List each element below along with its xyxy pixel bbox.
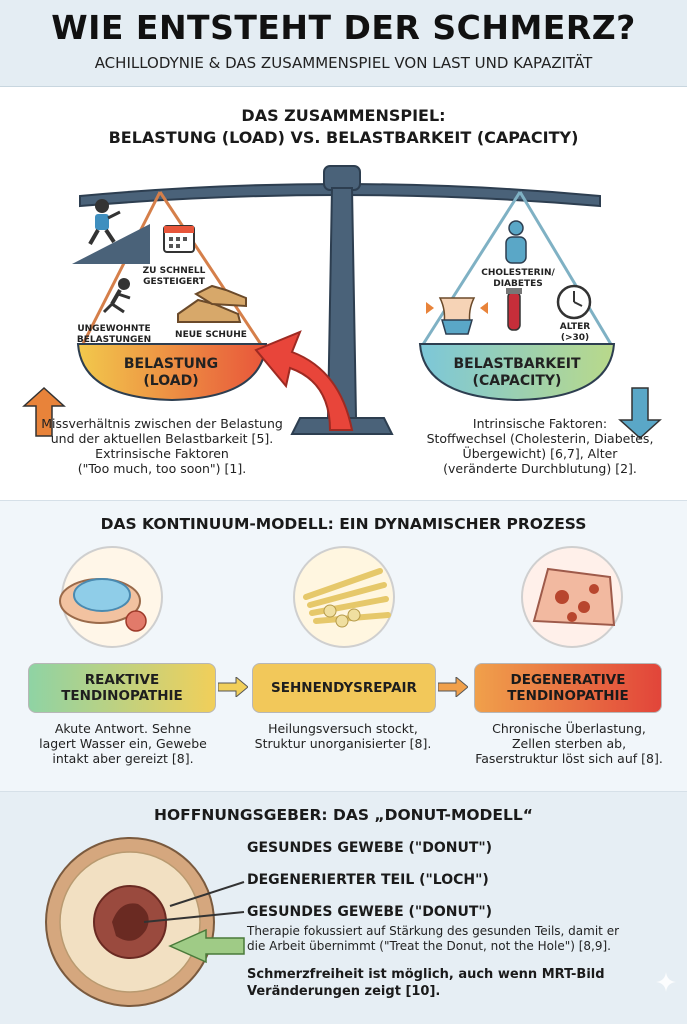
header-banner: WIE ENTSTEHT DER SCHMERZ? ACHILLODYNIE &… <box>0 0 687 87</box>
label-healthy-inner: GESUNDES GEWEBE ("DONUT") <box>247 904 493 920</box>
donut-title: HOFFNUNGSGEBER: DAS „DONUT-MODELL“ <box>154 806 533 824</box>
label-degenerated-hole: DEGENERIERTER TEIL ("LOCH") <box>247 872 489 888</box>
factor-unusual-load: UNGEWOHNTE BELASTUNGEN <box>76 324 152 345</box>
imbalance-arrow <box>254 330 354 431</box>
shoe-icon <box>177 284 247 323</box>
load-pan-label: BELASTUNG (LOAD) <box>123 356 219 389</box>
capacity-down-arrow <box>618 387 662 440</box>
load-up-arrow <box>22 386 66 437</box>
conclusion-text: Schmerzfreiheit ist möglich, auch wenn M… <box>247 967 605 999</box>
arrow-right-icon <box>438 677 468 697</box>
donut-illustration <box>45 837 245 1007</box>
load-pan <box>76 343 268 402</box>
pointer-hole <box>143 911 245 923</box>
pointer-arrow-icon <box>168 928 245 964</box>
label-healthy-outer: GESUNDES GEWEBE ("DONUT") <box>247 840 493 856</box>
stumbling-person-icon <box>102 278 131 314</box>
scale-pillar <box>290 187 394 435</box>
reactive-tendon-icon <box>59 546 163 648</box>
page-subtitle: ACHILLODYNIE & DAS ZUSAMMENSPIEL VON LAS… <box>94 54 593 72</box>
factor-too-fast: ZU SCHNELL GESTEIGERT <box>142 266 206 287</box>
arrow-right-icon <box>218 677 248 697</box>
balance-section: DAS ZUSAMMENSPIEL: BELASTUNG (LOAD) VS. … <box>0 88 687 498</box>
stage-dysrepair: SEHNENDYSREPAIR <box>252 663 436 713</box>
factor-new-shoes: NEUE SCHUHE <box>175 330 247 340</box>
sparkle-icon <box>656 972 676 992</box>
expand-arrows-icon <box>426 302 488 314</box>
person-icon <box>505 220 527 264</box>
continuum-section: DAS KONTINUUM-MODELL: EIN DYNAMISCHER PR… <box>0 500 687 792</box>
degenerative-tendon-icon <box>521 546 623 648</box>
scale-beam <box>79 165 601 208</box>
balance-scale-graphic <box>22 165 662 440</box>
continuum-illustrations <box>59 546 623 648</box>
blood-tube-icon <box>506 288 522 331</box>
dysrepair-tendon-icon <box>293 546 395 648</box>
factor-age: ALTER (>30) <box>559 322 591 343</box>
therapy-text: Therapie fokussiert auf Stärkung des ges… <box>247 924 620 953</box>
pointer-outer <box>169 881 245 907</box>
continuum-title: DAS KONTINUUM-MODELL: EIN DYNAMISCHER PR… <box>100 515 587 533</box>
page-title: WIE ENTSTEHT DER SCHMERZ? <box>51 8 636 47</box>
balance-title-line1: DAS ZUSAMMENSPIEL: <box>241 106 446 125</box>
capacity-description: Intrinsische Faktoren: Stoffwechsel (Cho… <box>426 416 654 476</box>
runner-icon <box>72 199 150 264</box>
load-description: Missverhältnis zwischen der Belastung un… <box>41 416 283 476</box>
balance-title-line2: BELASTUNG (LOAD) VS. BELASTBARKEIT (CAPA… <box>108 128 579 147</box>
reactive-description: Akute Antwort. Sehne lagert Wasser ein, … <box>39 721 207 766</box>
dysrepair-description: Heilungsversuch stockt, Struktur unorgan… <box>254 721 432 751</box>
waist-icon <box>438 297 476 335</box>
factor-cholesterol: CHOLESTERIN/ DIABETES <box>481 268 555 289</box>
right-strings <box>420 191 614 347</box>
capacity-pan <box>418 343 616 402</box>
donut-section: HOFFNUNGSGEBER: DAS „DONUT-MODELL“ GESUN… <box>0 792 687 1024</box>
degenerative-description: Chronische Überlastung, Zellen sterben a… <box>475 721 663 766</box>
capacity-pan-label: BELASTBARKEIT (CAPACITY) <box>453 356 581 389</box>
calendar-icon <box>163 225 195 253</box>
clock-icon <box>556 284 592 320</box>
left-strings <box>80 191 264 347</box>
